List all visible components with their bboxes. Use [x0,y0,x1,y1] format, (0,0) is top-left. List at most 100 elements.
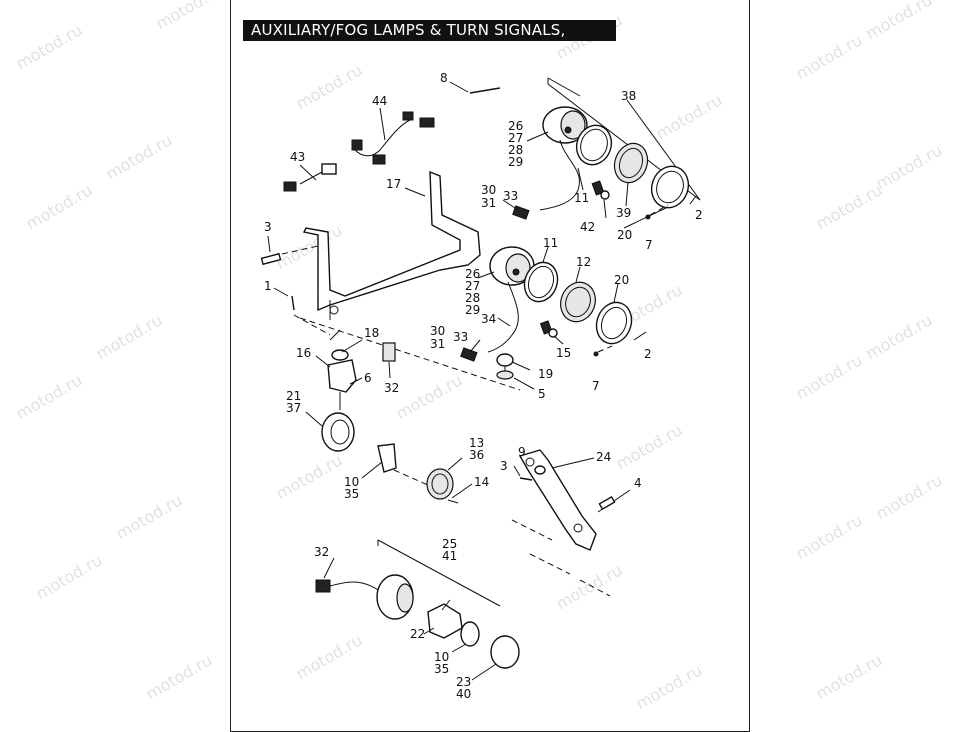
callout: 11 [543,236,558,250]
watermark: motod.ru [23,180,96,233]
pin-8 [449,81,501,94]
callout: 33 [503,189,518,203]
bezel [595,301,633,345]
callout: 25 [442,537,457,551]
socket-and-lamp [377,443,459,504]
callout: 30 [481,183,496,197]
callout: 35 [344,487,359,501]
watermark: motod.ru [653,90,726,143]
watermark: motod.ru [113,490,186,543]
callout: 41 [442,549,457,563]
callout: 29 [508,155,523,169]
watermark: motod.ru [813,180,886,233]
screw-1 [273,287,331,336]
signal-lens [490,635,520,669]
watermark: motod.ru [33,550,106,603]
signal-bracket-24 [511,449,631,597]
callout: 19 [538,367,553,381]
watermark: motod.ru [293,630,366,683]
connector [315,579,331,593]
callout: 3 [500,459,508,473]
callout: 26 [508,119,523,133]
watermark: motod.ru [553,560,626,613]
grommet [382,342,396,362]
callout: 43 [290,150,305,164]
callout: 10 [344,475,359,489]
watermark: motod.ru [863,0,936,43]
callout: 33 [453,330,468,344]
callout: 12 [576,255,591,269]
watermark: motod.ru [873,140,946,193]
watermark: motod.ru [793,350,866,403]
callout: 36 [469,448,484,462]
callout: 27 [508,131,523,145]
bulb [591,180,605,196]
callout: 10 [434,650,449,664]
callout: 20 [617,228,632,242]
marker-lamp [426,468,454,500]
callout: 32 [314,545,329,559]
watermark: motod.ru [613,420,686,473]
callout-labels: 8 44 38 43 17 26 27 28 29 30 31 33 11 42… [264,71,703,701]
watermark: motod.ru [93,310,166,363]
callout: 1 [264,279,272,293]
watermark: motod.ru [633,660,706,713]
watermark: motod.ru [863,310,936,363]
turn-signal-assembly [315,539,520,669]
watermark: motod.ru [103,130,176,183]
watermark: motod.ru [793,30,866,83]
callout: 16 [296,346,311,360]
diagram-page-frame [230,0,750,732]
mount-bracket-17 [302,170,481,320]
watermark-layer: motod.ru motod.ru motod.ru motod.ru moto… [13,0,946,713]
watermark: motod.ru [273,450,346,503]
lens [613,142,649,184]
watermark: motod.ru [873,470,946,523]
watermark: motod.ru [813,650,886,703]
callout: 35 [434,662,449,676]
callout: 23 [456,675,471,689]
callout: 7 [645,238,653,252]
connector [460,347,478,362]
bolt-3 [260,235,319,266]
leader-lines [305,131,669,681]
callout: 37 [286,401,301,415]
watermark: motod.ru [13,370,86,423]
lens [560,281,596,323]
watermark: motod.ru [793,510,866,563]
callout: 30 [430,324,445,338]
watermark: motod.ru [293,60,366,113]
callout: 31 [481,196,496,210]
callout: 13 [469,436,484,450]
callout: 21 [286,389,301,403]
callout: 34 [481,312,496,326]
callout: 9 [518,445,526,459]
callout: 31 [430,337,445,351]
watermark: motod.ru [153,0,226,33]
callout: 27 [465,279,480,293]
callout: 18 [364,326,379,340]
callout: 4 [634,476,642,490]
callout: 2 [695,208,703,222]
page-title: AUXILIARY/FOG LAMPS & TURN SIGNALS, FRON… [243,20,616,60]
callout: 14 [474,475,489,489]
harness-43 [283,163,337,192]
watermark: motod.ru [143,650,216,703]
callout: 17 [386,177,401,191]
watermark: motod.ru [13,20,86,73]
callout: 39 [616,206,631,220]
callout: 11 [574,191,589,205]
callout: 28 [508,143,523,157]
callout: 2 [644,347,652,361]
lower-lamp-assembly [460,246,647,380]
upper-lamp-assembly [512,77,701,220]
watermark: motod.ru [393,370,466,423]
callout: 6 [364,371,372,385]
callout: 15 [556,346,571,360]
callout: 24 [596,450,611,464]
callout: 3 [264,220,272,234]
callout: 29 [465,303,480,317]
callout: 5 [538,387,546,401]
callout: 20 [614,273,629,287]
